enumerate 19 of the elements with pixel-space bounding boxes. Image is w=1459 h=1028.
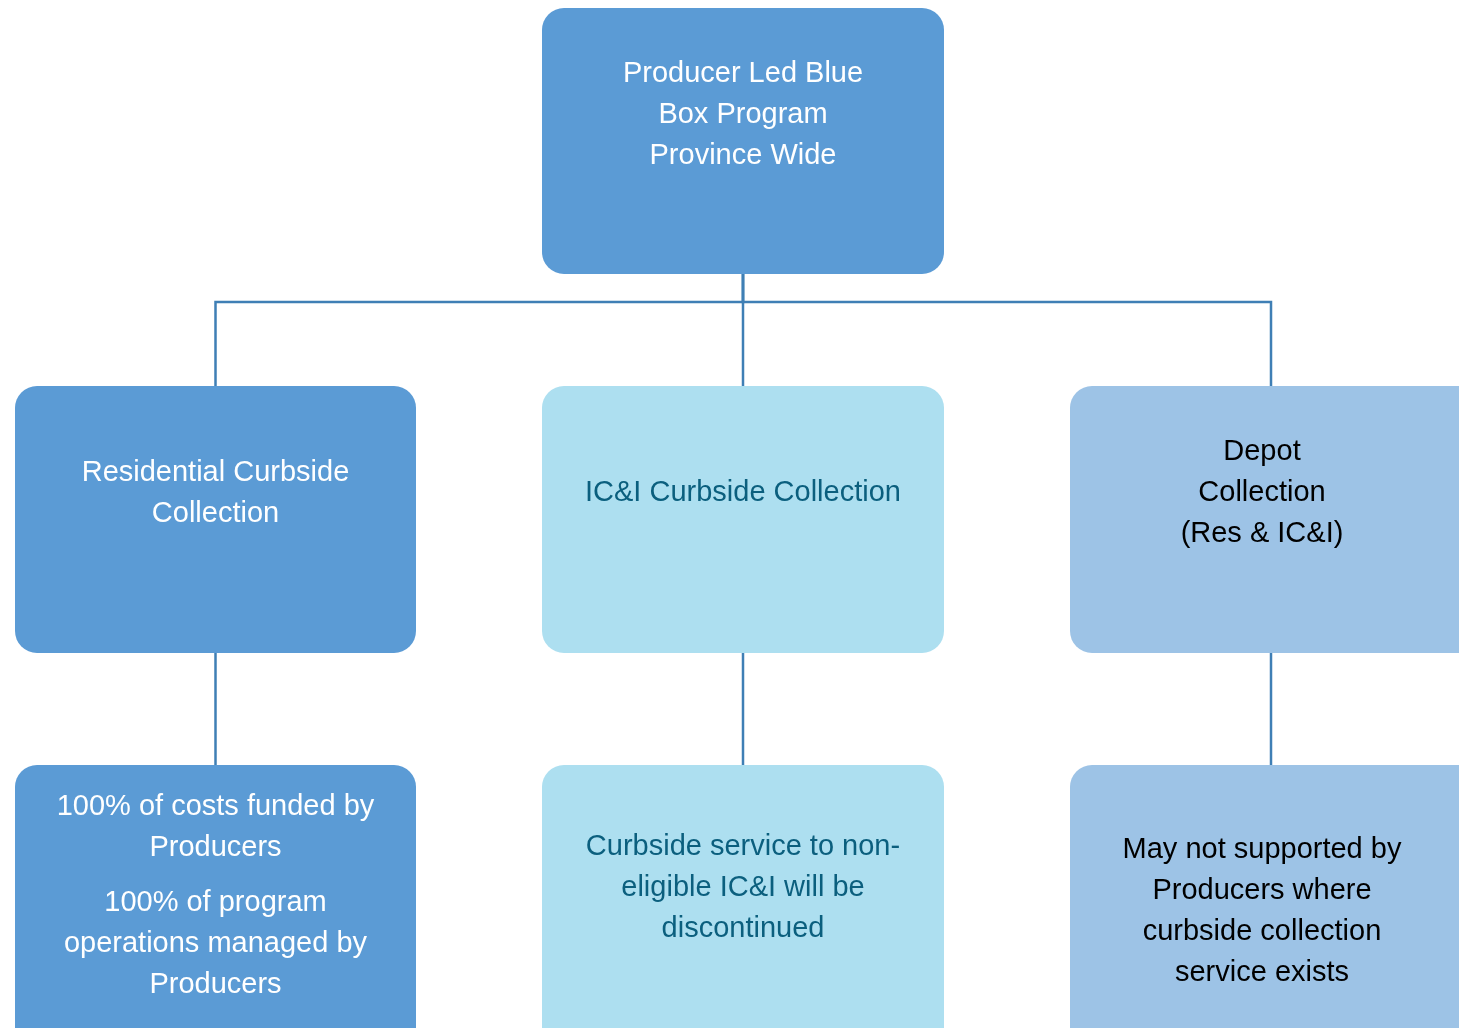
box-text: 100% of program operations managed by Producers [62, 884, 369, 1001]
process-box [542, 386, 944, 653]
box-text: Curbside service to non-eligible IC&I will be discontinued [584, 827, 902, 945]
box-text: May not supported by Producers where curbside collection service exists [1121, 831, 1403, 989]
connector-line [214, 653, 217, 765]
process-box [542, 8, 944, 274]
process-box [1070, 386, 1459, 653]
box-text: 100% of costs funded by Producers [55, 788, 376, 864]
process-box [1070, 765, 1459, 1028]
box-text: IC&I Curbside Collection [585, 474, 901, 509]
connector-line [741, 653, 745, 765]
box-text: Depot Collection (Res & IC&I) [1179, 433, 1345, 550]
process-box [15, 386, 416, 653]
box-text: Producer Led Blue Box Program Province Wide [621, 54, 865, 172]
box-text: Residential Curbside Collection [80, 453, 351, 530]
connector-line [741, 274, 1273, 386]
connector-line [1269, 653, 1273, 765]
process-box [15, 765, 416, 1028]
process-box [542, 765, 944, 1028]
